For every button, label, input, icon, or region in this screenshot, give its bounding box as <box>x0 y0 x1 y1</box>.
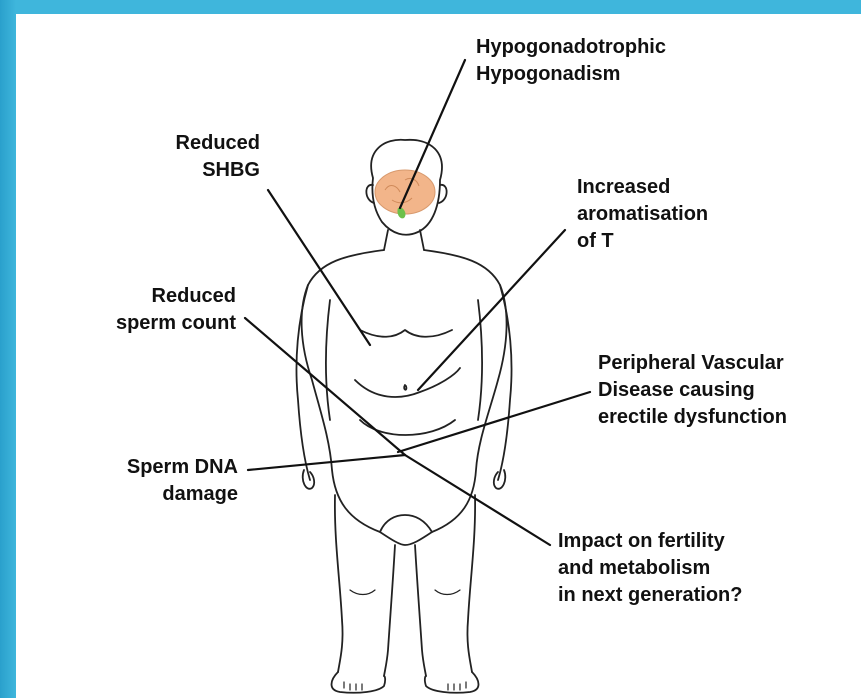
belly-line <box>355 368 460 397</box>
groin <box>380 515 432 532</box>
left-foot <box>332 672 386 693</box>
label-dna-damage: Sperm DNA damage <box>58 454 238 508</box>
label-shbg: Reduced SHBG <box>120 130 260 184</box>
label-fertility: Impact on fertility and metabolism in ne… <box>558 528 742 609</box>
pointer-pvd <box>398 392 590 452</box>
pointer-dna-damage <box>248 455 405 470</box>
chest-line <box>360 330 452 337</box>
right-arm <box>478 285 512 480</box>
label-sperm-count: Reduced sperm count <box>84 283 236 337</box>
right-foot <box>425 672 479 693</box>
pointer-fertility <box>405 455 550 545</box>
pointer-sperm-count <box>245 318 405 455</box>
pointer-aromatisation <box>418 230 565 390</box>
label-hypogonadism: Hypogonadotrophic Hypogonadism <box>476 34 666 88</box>
navel <box>404 385 406 390</box>
brain-icon <box>375 170 435 214</box>
neck <box>384 230 424 250</box>
pointer-shbg <box>268 190 370 345</box>
label-aromatisation: Increased aromatisation of T <box>577 174 708 255</box>
label-pvd: Peripheral Vascular Disease causing erec… <box>598 350 787 431</box>
